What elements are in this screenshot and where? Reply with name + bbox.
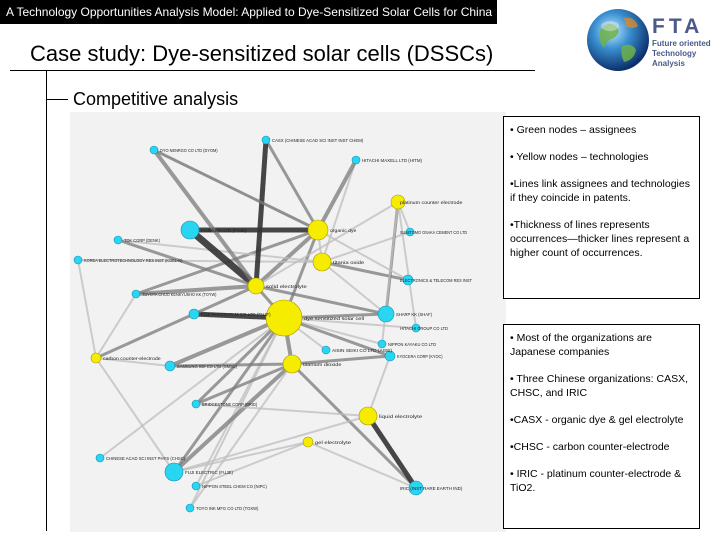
- finding-item: •CASX - organic dye & gel electrolyte: [510, 413, 693, 427]
- node-label: FUJI PHOTO FILM CO LTD (FUJF): [201, 312, 271, 317]
- node-label: IRIC (INST RARE EARTH IND): [400, 486, 463, 491]
- node-label: CASX (CHINESE ACAD SCI INST INST CHEM): [272, 138, 364, 143]
- assignee-node: [114, 236, 122, 244]
- node-label: liquid electrolyte: [379, 414, 423, 419]
- technology-node: [313, 253, 331, 271]
- assignee-node: [186, 504, 194, 512]
- assignee-node: [165, 463, 183, 481]
- outline-branch: [46, 99, 68, 100]
- finding-item: • Most of the organizations are Japanese…: [510, 331, 693, 359]
- finding-item: • IRIC - platinum counter-electrode & Ti…: [510, 467, 693, 495]
- slide-title: Case study: Dye-sensitized solar cells (…: [30, 41, 493, 67]
- node-label: TOYOTA CHUO KENKYUSHO KK (TOYW): [142, 292, 217, 297]
- assignee-node: [262, 136, 270, 144]
- node-label: ELECTRONICS & TELECOM RES INST: [400, 278, 472, 283]
- assignee-node: [74, 256, 82, 264]
- node-label: CHINESE ACAD SCI INST PHYS (CHSC): [106, 456, 186, 461]
- node-label: KOREA ELECTROTECHNOLOGY RES INST (KOEL-N…: [84, 258, 183, 263]
- legend-item: • Green nodes – assignees: [510, 123, 693, 137]
- node-label: NIPPON STEEL CHEM CO (NIPC): [202, 484, 267, 489]
- technology-node: [91, 353, 101, 363]
- finding-item: • Three Chinese organizations: CASX, CHS…: [510, 372, 693, 400]
- node-label: solid electrolyte: [266, 284, 307, 289]
- outline-connector: [46, 71, 47, 531]
- technology-node: [266, 300, 302, 336]
- logo-letters: FTA: [652, 15, 703, 38]
- node-label: HITACHI MAXELL LTD (HITM): [362, 158, 422, 163]
- globe-icon: [587, 9, 649, 71]
- node-label: organic dye: [330, 228, 357, 233]
- node-label: NIPPON KAYAKU CO LTD: [388, 342, 437, 347]
- node-label: titania oxide: [333, 260, 365, 265]
- assignee-node: [189, 309, 199, 319]
- assignee-node: [378, 340, 386, 348]
- node-label: platinum counter electrode: [400, 200, 463, 205]
- node-label: gel electrolyte: [315, 440, 352, 445]
- technology-node: [283, 355, 301, 373]
- assignee-node: [150, 146, 158, 154]
- logo-line-2: Technology: [652, 49, 697, 58]
- title-underline: [10, 70, 535, 71]
- assignee-node: [322, 346, 330, 354]
- node-label: AISIN SEIKI CO LTD (AISE): [332, 348, 392, 353]
- node-label: titanium dioxide: [303, 362, 342, 367]
- legend-box-network: • Green nodes – assignees • Yellow nodes…: [503, 116, 700, 299]
- node-label: FUJI ELECTRIC (FUJE): [185, 470, 233, 475]
- banner-text: A Technology Opportunities Analysis Mode…: [6, 5, 492, 19]
- findings-box: • Most of the organizations are Japanese…: [503, 324, 700, 529]
- node-label: SAMSUNG SDI CO LTD (SMSU): [177, 364, 237, 369]
- technology-node: [308, 220, 328, 240]
- technology-node: [359, 407, 377, 425]
- node-label: TDK CORP (DENK): [124, 238, 160, 243]
- node-label: TOYO INK MFG CO LTD (TOXW): [196, 506, 259, 511]
- node-label: SUMITOMO OSAKA CEMENT CO LTD: [400, 230, 468, 235]
- network-graph: DYO NENRGO CO LTD (DYOM) CASX (CHINESE AC…: [70, 112, 506, 532]
- node-label: SHARP KK (SHAF): [396, 312, 432, 317]
- technology-node: [303, 437, 313, 447]
- legend-item: • Yellow nodes – technologies: [510, 150, 693, 164]
- section-heading: Competitive analysis: [73, 89, 238, 110]
- assignee-node: [378, 306, 394, 322]
- legend-item: •Lines link assignees and technologies i…: [510, 177, 693, 205]
- assignee-node: [181, 221, 199, 239]
- assignee-node: [192, 400, 200, 408]
- node-label: carbon counter-electrode: [103, 356, 161, 361]
- technology-node: [248, 278, 264, 294]
- title-banner: A Technology Opportunities Analysis Mode…: [0, 0, 497, 24]
- logo-line-3: Analysis: [652, 59, 685, 68]
- assignee-node: [132, 290, 140, 298]
- legend-item: •Thickness of lines represents occurrenc…: [510, 218, 693, 260]
- node-label: dye sensitized solar cell: [304, 316, 364, 321]
- assignee-node: [352, 156, 360, 164]
- finding-item: •CHSC - carbon counter-electrode: [510, 440, 693, 454]
- assignee-node: [96, 454, 104, 462]
- assignee-node: [165, 361, 175, 371]
- node-label: DYO NENRGO CO LTD (DYOM): [160, 148, 218, 153]
- node-label: HITACHI GROUP CO LTD: [400, 326, 449, 331]
- fta-logo: FTA Future oriented Technology Analysis: [586, 6, 714, 74]
- logo-line-1: Future oriented: [652, 39, 711, 48]
- node-label: FUJIKURA LTD (FUJD): [201, 228, 247, 233]
- node-label: BRIDGESTONE CORP (BRID): [202, 402, 258, 407]
- node-label: KYOCERA CORP (KYOC): [397, 354, 443, 359]
- assignee-node: [192, 482, 200, 490]
